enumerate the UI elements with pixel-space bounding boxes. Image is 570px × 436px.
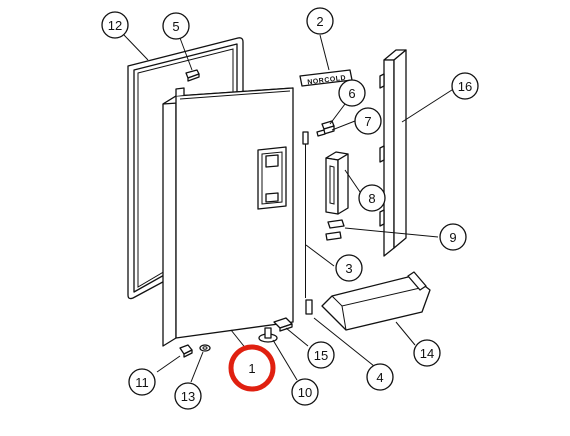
leader-16 xyxy=(401,87,456,123)
callout-4-label: 4 xyxy=(376,370,383,385)
screw-clip-part[interactable] xyxy=(179,344,193,358)
leader-5 xyxy=(179,37,193,71)
leader-9 xyxy=(344,227,439,238)
handle-bracket-part[interactable] xyxy=(325,151,349,215)
callout-5-label: 5 xyxy=(172,19,179,34)
washer-part[interactable] xyxy=(199,344,211,352)
door-bar-part[interactable] xyxy=(379,49,407,257)
latch-pin-part[interactable] xyxy=(316,129,326,137)
callout-4[interactable]: 4 xyxy=(366,363,394,391)
selected-highlight-ring xyxy=(228,344,276,392)
brand-plate-text: NORCOLD xyxy=(307,75,346,87)
callout-14-label: 14 xyxy=(420,346,434,361)
callout-3-label: 3 xyxy=(345,261,352,276)
callout-7-label: 7 xyxy=(364,114,371,129)
callout-15[interactable]: 15 xyxy=(307,341,335,369)
leader-12 xyxy=(123,34,149,61)
lower-hinge-part[interactable] xyxy=(273,317,293,332)
callout-13-label: 13 xyxy=(181,389,195,404)
callout-7[interactable]: 7 xyxy=(354,107,382,135)
leader-11 xyxy=(156,355,181,373)
callout-16[interactable]: 16 xyxy=(451,72,479,100)
callout-12[interactable]: 12 xyxy=(101,11,129,39)
leader-2 xyxy=(319,34,330,71)
callout-11-label: 11 xyxy=(135,375,149,390)
callout-1-label: 1 xyxy=(248,361,255,376)
hinge-rod-part[interactable] xyxy=(302,131,313,315)
leader-3 xyxy=(305,244,335,267)
callout-3[interactable]: 3 xyxy=(335,254,363,282)
callout-10-label: 10 xyxy=(298,385,312,400)
callout-2-label: 2 xyxy=(316,14,323,29)
leader-lines xyxy=(123,34,456,383)
callout-9[interactable]: 9 xyxy=(439,223,467,251)
callout-14[interactable]: 14 xyxy=(413,339,441,367)
gasket-clip-part[interactable] xyxy=(185,69,200,82)
callout-6-label: 6 xyxy=(348,86,355,101)
leader-7 xyxy=(331,120,356,131)
callout-9-label: 9 xyxy=(449,230,456,245)
callout-2[interactable]: 2 xyxy=(306,7,334,35)
callout-12-label: 12 xyxy=(108,18,122,33)
callout-16-label: 16 xyxy=(458,79,472,94)
leader-13 xyxy=(190,351,204,383)
callout-5[interactable]: 5 xyxy=(162,12,190,40)
callout-6[interactable]: 6 xyxy=(338,79,366,107)
callout-13[interactable]: 13 xyxy=(174,382,202,410)
callout-11[interactable]: 11 xyxy=(128,368,156,396)
hinge-bushing-part[interactable] xyxy=(258,327,278,343)
callout-8-label: 8 xyxy=(368,191,375,206)
leader-10 xyxy=(272,339,298,381)
door-bin-part[interactable] xyxy=(321,271,431,331)
leader-4 xyxy=(313,317,375,367)
callout-15-label: 15 xyxy=(314,348,328,363)
leader-15 xyxy=(285,327,309,347)
callout-8[interactable]: 8 xyxy=(358,184,386,212)
callout-1-selected[interactable]: 1 xyxy=(228,344,276,392)
small-bracket-part[interactable] xyxy=(325,219,345,241)
leader-14 xyxy=(395,321,416,346)
leader-8 xyxy=(344,169,361,193)
callout-10[interactable]: 10 xyxy=(291,378,319,406)
door-panel-part[interactable] xyxy=(162,87,294,347)
